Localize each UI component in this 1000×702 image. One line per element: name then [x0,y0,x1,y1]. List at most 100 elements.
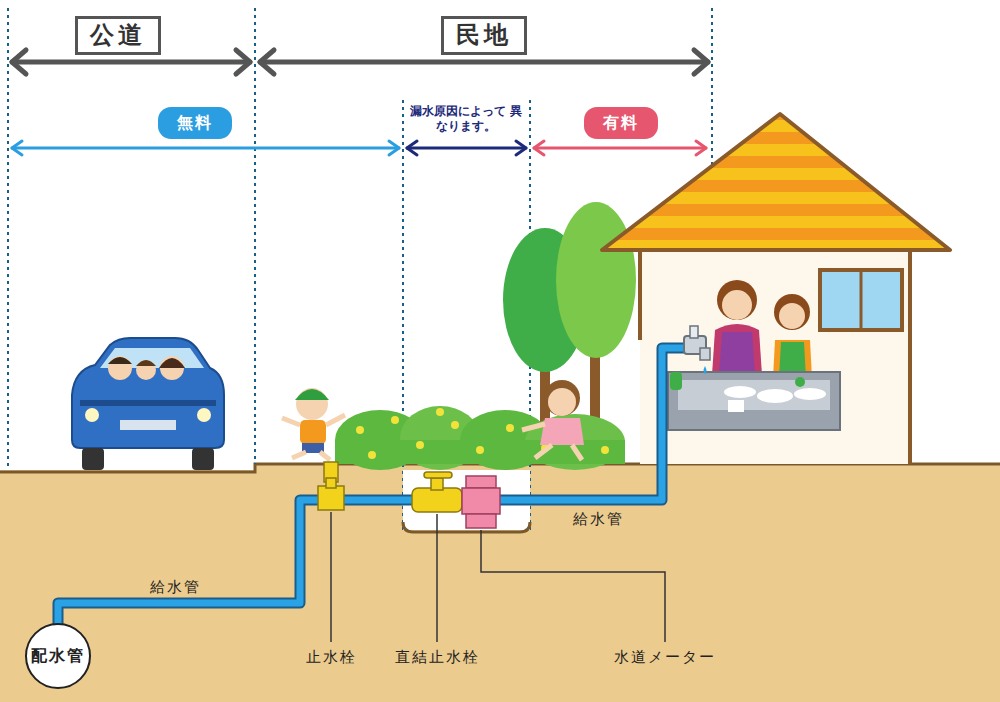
bushes-part-part [368,451,376,459]
range-arrows-part-part [534,141,544,155]
water-meter-part [466,514,496,528]
leader-lines [331,512,665,642]
water-meter [462,476,500,528]
house-part [860,270,863,330]
range-arrows-part [12,141,399,155]
bushes-part-part [506,424,514,432]
cost-pill-text: 無料 [177,113,213,132]
range-arrows [12,50,708,155]
water-meter-part [466,476,496,488]
direct-stop-valve-part [412,488,462,512]
bushes-part-part [416,441,424,449]
area-title-box-text: 民地 [456,21,512,50]
supply-pipe [58,348,688,640]
car-part [85,408,99,422]
range-arrows-part-part [389,141,399,155]
boy-part [296,388,328,420]
direct-stop-valve [412,472,462,512]
car-part [136,360,156,380]
car-part [108,357,132,364]
house-part [722,290,752,320]
bushes-part-part [476,446,484,454]
house-part [728,400,744,412]
car-part [72,338,224,448]
range-arrows-part-part [534,147,706,150]
house-part [668,372,840,430]
range-arrows-part-part [12,50,26,74]
house-part [757,389,793,403]
girl-part [572,445,582,460]
girl-part [540,418,584,445]
house-part [719,332,755,375]
range-arrows-part-part [236,50,250,74]
range-arrows-part-part [407,147,526,150]
range-arrows-part-part [260,60,708,65]
cost-pill: 有料 [584,107,658,139]
bushes-part-part [451,421,459,429]
bushes-part-part [436,408,444,416]
car-part [197,408,211,422]
house-part [712,324,762,375]
pipe-label: 給水管 [150,578,201,597]
area-title-box: 公道 [75,16,161,55]
water-meter-part [462,488,500,514]
ground-part [0,470,1000,702]
range-arrows-part-part [12,141,22,155]
car-part [108,356,132,380]
faucet-part [690,326,698,338]
boy-part [292,452,306,458]
main-pipe-circle: 配水管 [25,623,91,689]
car-part [120,420,176,430]
bushes-part-part [356,426,364,434]
part-label: 止水栓 [306,648,357,667]
main-pipe-circle-text: 配水管 [31,646,85,665]
house-part [774,294,810,330]
stop-valve-part [326,478,336,488]
house-part [638,250,642,340]
girl-part [544,380,580,416]
pipe-label: 給水管 [573,510,624,529]
house [598,108,954,464]
cost-pill-text: 有料 [603,113,639,132]
house-part [678,380,830,410]
part-label: 直結止水栓 [395,648,480,667]
range-arrows-part-part [696,141,706,155]
note-text: 漏水原因によって 異なります。 [407,104,525,134]
bushes-part [356,408,609,459]
stop-valve [318,462,344,510]
ground [0,464,1000,702]
range-arrows-part-part [516,141,526,155]
boy [282,388,345,460]
house-part [795,377,805,387]
supply-pipe-part [58,348,688,640]
range-arrows-part [407,141,526,155]
range-arrows-part-part [12,60,250,65]
house-part [717,280,757,320]
house-part [670,372,682,390]
girl-part [535,445,552,458]
house-part [908,250,912,464]
house-part [779,303,805,329]
car-part [192,448,214,470]
boy-part [320,452,330,460]
boundary-lines-part [7,8,9,470]
bushes-part-part [601,446,609,454]
faucet [684,326,710,374]
girl-part [522,424,545,430]
boy-part [295,389,329,400]
range-arrows-part-part [260,50,274,74]
house-part [724,386,756,398]
car [72,338,224,470]
boy-part [300,420,326,444]
bushes [335,406,625,470]
direct-stop-valve-part [424,472,452,478]
area-title-box: 民地 [441,16,527,55]
boy-part [326,415,345,425]
leader-lines-part [436,514,438,642]
leader-lines-part [481,530,665,642]
car-part [82,448,104,470]
car-part [80,400,216,406]
direct-stop-valve-part [431,478,443,490]
cost-pill: 無料 [158,107,232,139]
boundary-lines [8,8,712,530]
